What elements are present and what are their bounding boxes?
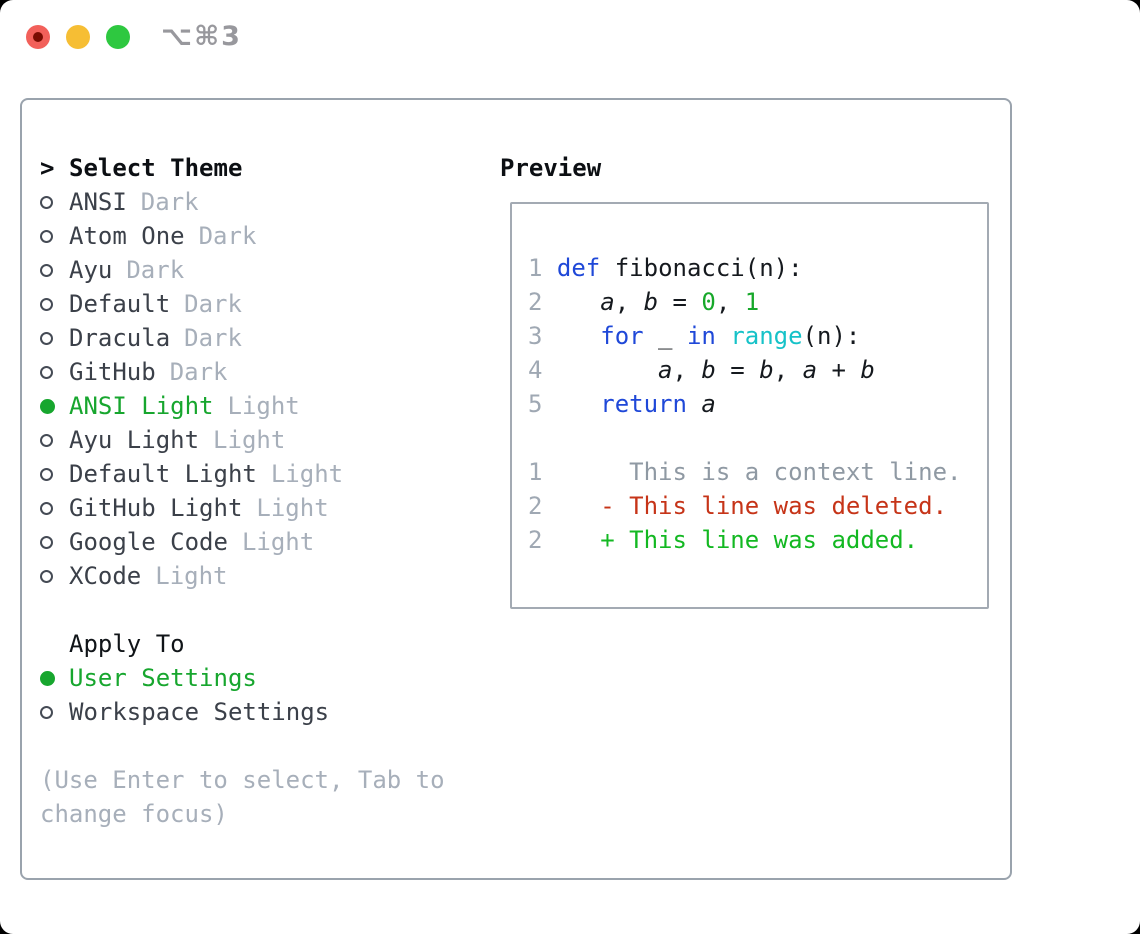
help-text-line2: change focus) (40, 800, 228, 828)
radio-unselected-icon (40, 331, 53, 345)
spacer-row (40, 729, 445, 763)
apply-option-label: Workspace Settings (69, 698, 330, 726)
radio-unselected-icon (40, 263, 53, 277)
radio-unselected-icon (40, 229, 53, 243)
radio-unselected-icon (40, 705, 53, 719)
theme-option-atom-one[interactable]: Atom One Dark (40, 219, 445, 253)
theme-option-label: GitHub (69, 358, 156, 386)
apply-to-title: Apply To (69, 630, 185, 658)
theme-variant-tag: Dark (126, 256, 185, 284)
radio-unselected-icon (40, 195, 53, 209)
window-shortcut-label: ⌥⌘3 (161, 21, 242, 52)
close-button-dot (33, 32, 43, 42)
radio-unselected-icon (40, 535, 53, 549)
theme-variant-tag: Light (155, 562, 228, 590)
theme-option-github-light[interactable]: GitHub Light Light (40, 491, 445, 525)
theme-option-label: Ayu Light (69, 426, 200, 454)
apply-option-user-settings[interactable]: User Settings (40, 661, 445, 695)
radio-unselected-icon (40, 297, 53, 311)
theme-option-ansi[interactable]: ANSI Dark (40, 185, 445, 219)
theme-option-ayu[interactable]: Ayu Dark (40, 253, 445, 287)
theme-variant-tag: Light (270, 460, 344, 488)
radio-unselected-icon (40, 467, 53, 481)
theme-option-ansi-light[interactable]: ANSI Light Light (40, 389, 445, 423)
theme-option-default[interactable]: Default Dark (40, 287, 445, 321)
spacer-row (40, 593, 445, 627)
theme-variant-tag: Dark (184, 290, 242, 318)
radio-selected-icon (40, 398, 55, 414)
maximize-button[interactable] (106, 25, 130, 49)
theme-variant-tag: Dark (140, 188, 199, 216)
preview-title: Preview (500, 154, 602, 182)
apply-option-workspace-settings[interactable]: Workspace Settings (40, 695, 445, 729)
theme-option-xcode[interactable]: XCode Light (40, 559, 445, 593)
apply-option-label: User Settings (69, 664, 257, 692)
theme-option-ayu-light[interactable]: Ayu Light Light (40, 423, 445, 457)
radio-unselected-icon (40, 569, 53, 583)
radio-unselected-icon (40, 433, 53, 447)
titlebar: ⌥⌘3 (0, 0, 1140, 74)
theme-option-default-light[interactable]: Default Light Light (40, 457, 445, 491)
theme-variant-tag: Dark (198, 222, 257, 250)
theme-option-label: ANSI Light (69, 392, 214, 420)
minimize-button[interactable] (66, 25, 90, 49)
close-button[interactable] (26, 25, 50, 49)
code-preview: 1 def fibonacci(n): 2 a, b = 0, 1 3 for … (528, 254, 962, 554)
radio-selected-icon (40, 670, 55, 686)
theme-option-google-code[interactable]: Google Code Light (40, 525, 445, 559)
theme-option-dracula[interactable]: Dracula Dark (40, 321, 445, 355)
theme-option-label: Default Light (69, 460, 257, 488)
help-text-line1: (Use Enter to select, Tab to (40, 766, 445, 794)
radio-unselected-icon (40, 501, 53, 515)
theme-option-label: Default (69, 290, 171, 318)
theme-variant-tag: Light (256, 494, 329, 522)
select-theme-header: > Select Theme (40, 151, 445, 185)
selection-arrow-icon: > (40, 154, 55, 182)
theme-option-label: Dracula (69, 324, 171, 352)
theme-variant-tag: Light (213, 426, 286, 454)
theme-option-label: ANSI (69, 188, 127, 216)
preview-box: 1 def fibonacci(n): 2 a, b = 0, 1 3 for … (510, 202, 989, 609)
theme-variant-tag: Dark (184, 324, 242, 352)
theme-variant-tag: Light (227, 392, 300, 420)
radio-unselected-icon (40, 365, 53, 379)
theme-option-label: Atom One (69, 222, 185, 250)
theme-option-label: XCode (69, 562, 142, 590)
apply-to-header: Apply To (40, 627, 445, 661)
theme-option-label: Ayu (69, 256, 113, 284)
theme-option-github[interactable]: GitHub Dark (40, 355, 445, 389)
theme-option-label: Google Code (69, 528, 228, 556)
theme-variant-tag: Light (241, 528, 315, 556)
theme-option-label: GitHub Light (69, 494, 243, 522)
select-theme-title: Select Theme (69, 154, 243, 182)
theme-variant-tag: Dark (169, 358, 228, 386)
